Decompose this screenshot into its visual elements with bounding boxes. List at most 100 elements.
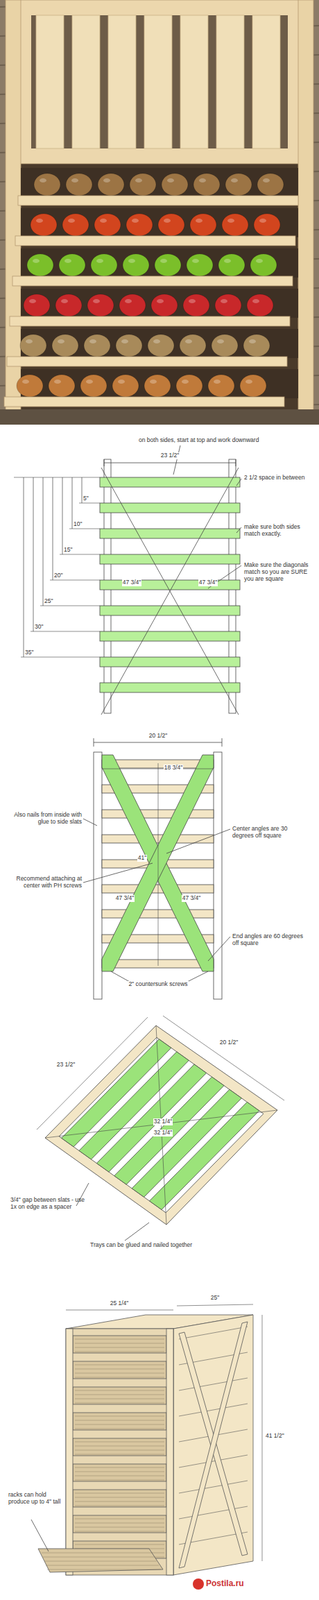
drawer-slat: [74, 1338, 165, 1340]
produce: [33, 173, 61, 196]
produce-highlight: [195, 218, 203, 223]
annotation: Center angles are 30 degrees off square: [232, 825, 309, 840]
produce: [52, 334, 79, 357]
produce: [80, 374, 107, 397]
drawer-slat: [74, 1445, 165, 1446]
annotation: 25": [210, 1294, 220, 1301]
drawer-slat: [74, 1398, 165, 1399]
tray-inside: [31, 15, 288, 149]
produce-highlight: [39, 178, 47, 183]
side-post: [93, 751, 102, 999]
produce-highlight: [71, 178, 79, 183]
produce-highlight: [25, 339, 33, 344]
drawer-slat: [74, 1522, 165, 1523]
tray-inside: [58, 1036, 264, 1213]
produce-highlight: [217, 339, 224, 344]
drawer-front: [12, 276, 293, 286]
drawer: [72, 1463, 167, 1481]
produce: [144, 374, 171, 397]
annotation: End angles are 60 degrees off square: [232, 932, 309, 947]
drawer-slat: [74, 1479, 165, 1480]
annotation: 20 1/2": [219, 1038, 240, 1046]
drawer-slat: [74, 1475, 165, 1476]
produce-highlight: [67, 218, 75, 223]
produce: [239, 374, 267, 397]
produce-highlight: [227, 218, 235, 223]
produce: [225, 173, 252, 196]
drawer-gap: [20, 288, 299, 318]
produce: [65, 173, 93, 196]
annotation: make sure both sides match exactly.: [244, 523, 314, 538]
drawer: [72, 1514, 167, 1532]
drawer-slat: [74, 1372, 165, 1374]
drawer-slat: [74, 1453, 165, 1455]
annotation: 10": [73, 520, 89, 528]
tray-slat: [36, 15, 64, 149]
tray-slat: [216, 15, 245, 149]
produce: [48, 374, 75, 397]
drawer-slat: [74, 1389, 165, 1391]
cabinet-post: [5, 0, 21, 417]
leader-line: [93, 737, 95, 747]
side-slat: [178, 1325, 248, 1339]
drawer-gap: [20, 328, 299, 358]
produce-highlight: [22, 379, 30, 384]
produce-highlight: [163, 218, 171, 223]
annotation: 41": [137, 854, 148, 862]
drawer-gap: [20, 248, 299, 278]
slat: [99, 554, 240, 564]
drawer-slat: [45, 1564, 159, 1566]
drawer-slat: [42, 1556, 155, 1557]
dimension-line: [93, 742, 222, 743]
drawer-slat: [74, 1346, 165, 1348]
brace-board: [101, 754, 214, 971]
produce: [190, 213, 217, 236]
annotation: 15": [63, 546, 80, 554]
produce-highlight: [213, 379, 221, 384]
slat: [99, 477, 240, 487]
drawer-front: [18, 195, 299, 206]
drawer-slat: [74, 1496, 165, 1498]
deck-board: [0, 316, 319, 328]
produce-highlight: [223, 258, 231, 263]
cabinet-front: [65, 1328, 174, 1575]
leader-line: [83, 862, 153, 883]
annotation: 20": [54, 572, 70, 580]
produce: [129, 173, 157, 196]
annotation: 23 1/2": [56, 1061, 77, 1068]
drawer-slat: [74, 1504, 165, 1506]
tray-slat: [108, 15, 136, 149]
drawer-slat: [74, 1441, 165, 1442]
produce: [214, 294, 242, 317]
drawer-slat: [74, 1342, 165, 1344]
drawer-gap: [20, 368, 299, 399]
annotation: 47 3/4": [122, 579, 143, 586]
drawer-slat: [74, 1526, 165, 1528]
produce-highlight: [61, 298, 68, 304]
drawer-slat: [44, 1560, 157, 1562]
produce: [126, 213, 153, 236]
drawer-front: [6, 356, 288, 367]
produce: [122, 253, 150, 277]
produce: [250, 253, 277, 277]
side-slat: [178, 1479, 248, 1493]
produce-highlight: [128, 258, 136, 263]
diagonal-line: [45, 1109, 278, 1138]
produce: [211, 334, 238, 357]
produce: [186, 253, 213, 277]
annotation: 32 1/4": [153, 1128, 174, 1136]
produce: [193, 173, 220, 196]
drawer-gap: [20, 167, 299, 197]
drawer: [72, 1488, 167, 1507]
shadow: [0, 409, 319, 425]
produce-highlight: [99, 218, 107, 223]
dimension-line: [158, 762, 159, 966]
leader-line: [104, 459, 105, 467]
dimension-line: [69, 528, 100, 530]
produce-highlight: [160, 258, 168, 263]
leader-line: [83, 818, 98, 826]
annotation: 35": [24, 649, 41, 657]
annotation: Also nails from inside with glue to side…: [12, 811, 82, 826]
annotation: 25": [44, 597, 60, 605]
drawer-slat: [74, 1449, 165, 1451]
